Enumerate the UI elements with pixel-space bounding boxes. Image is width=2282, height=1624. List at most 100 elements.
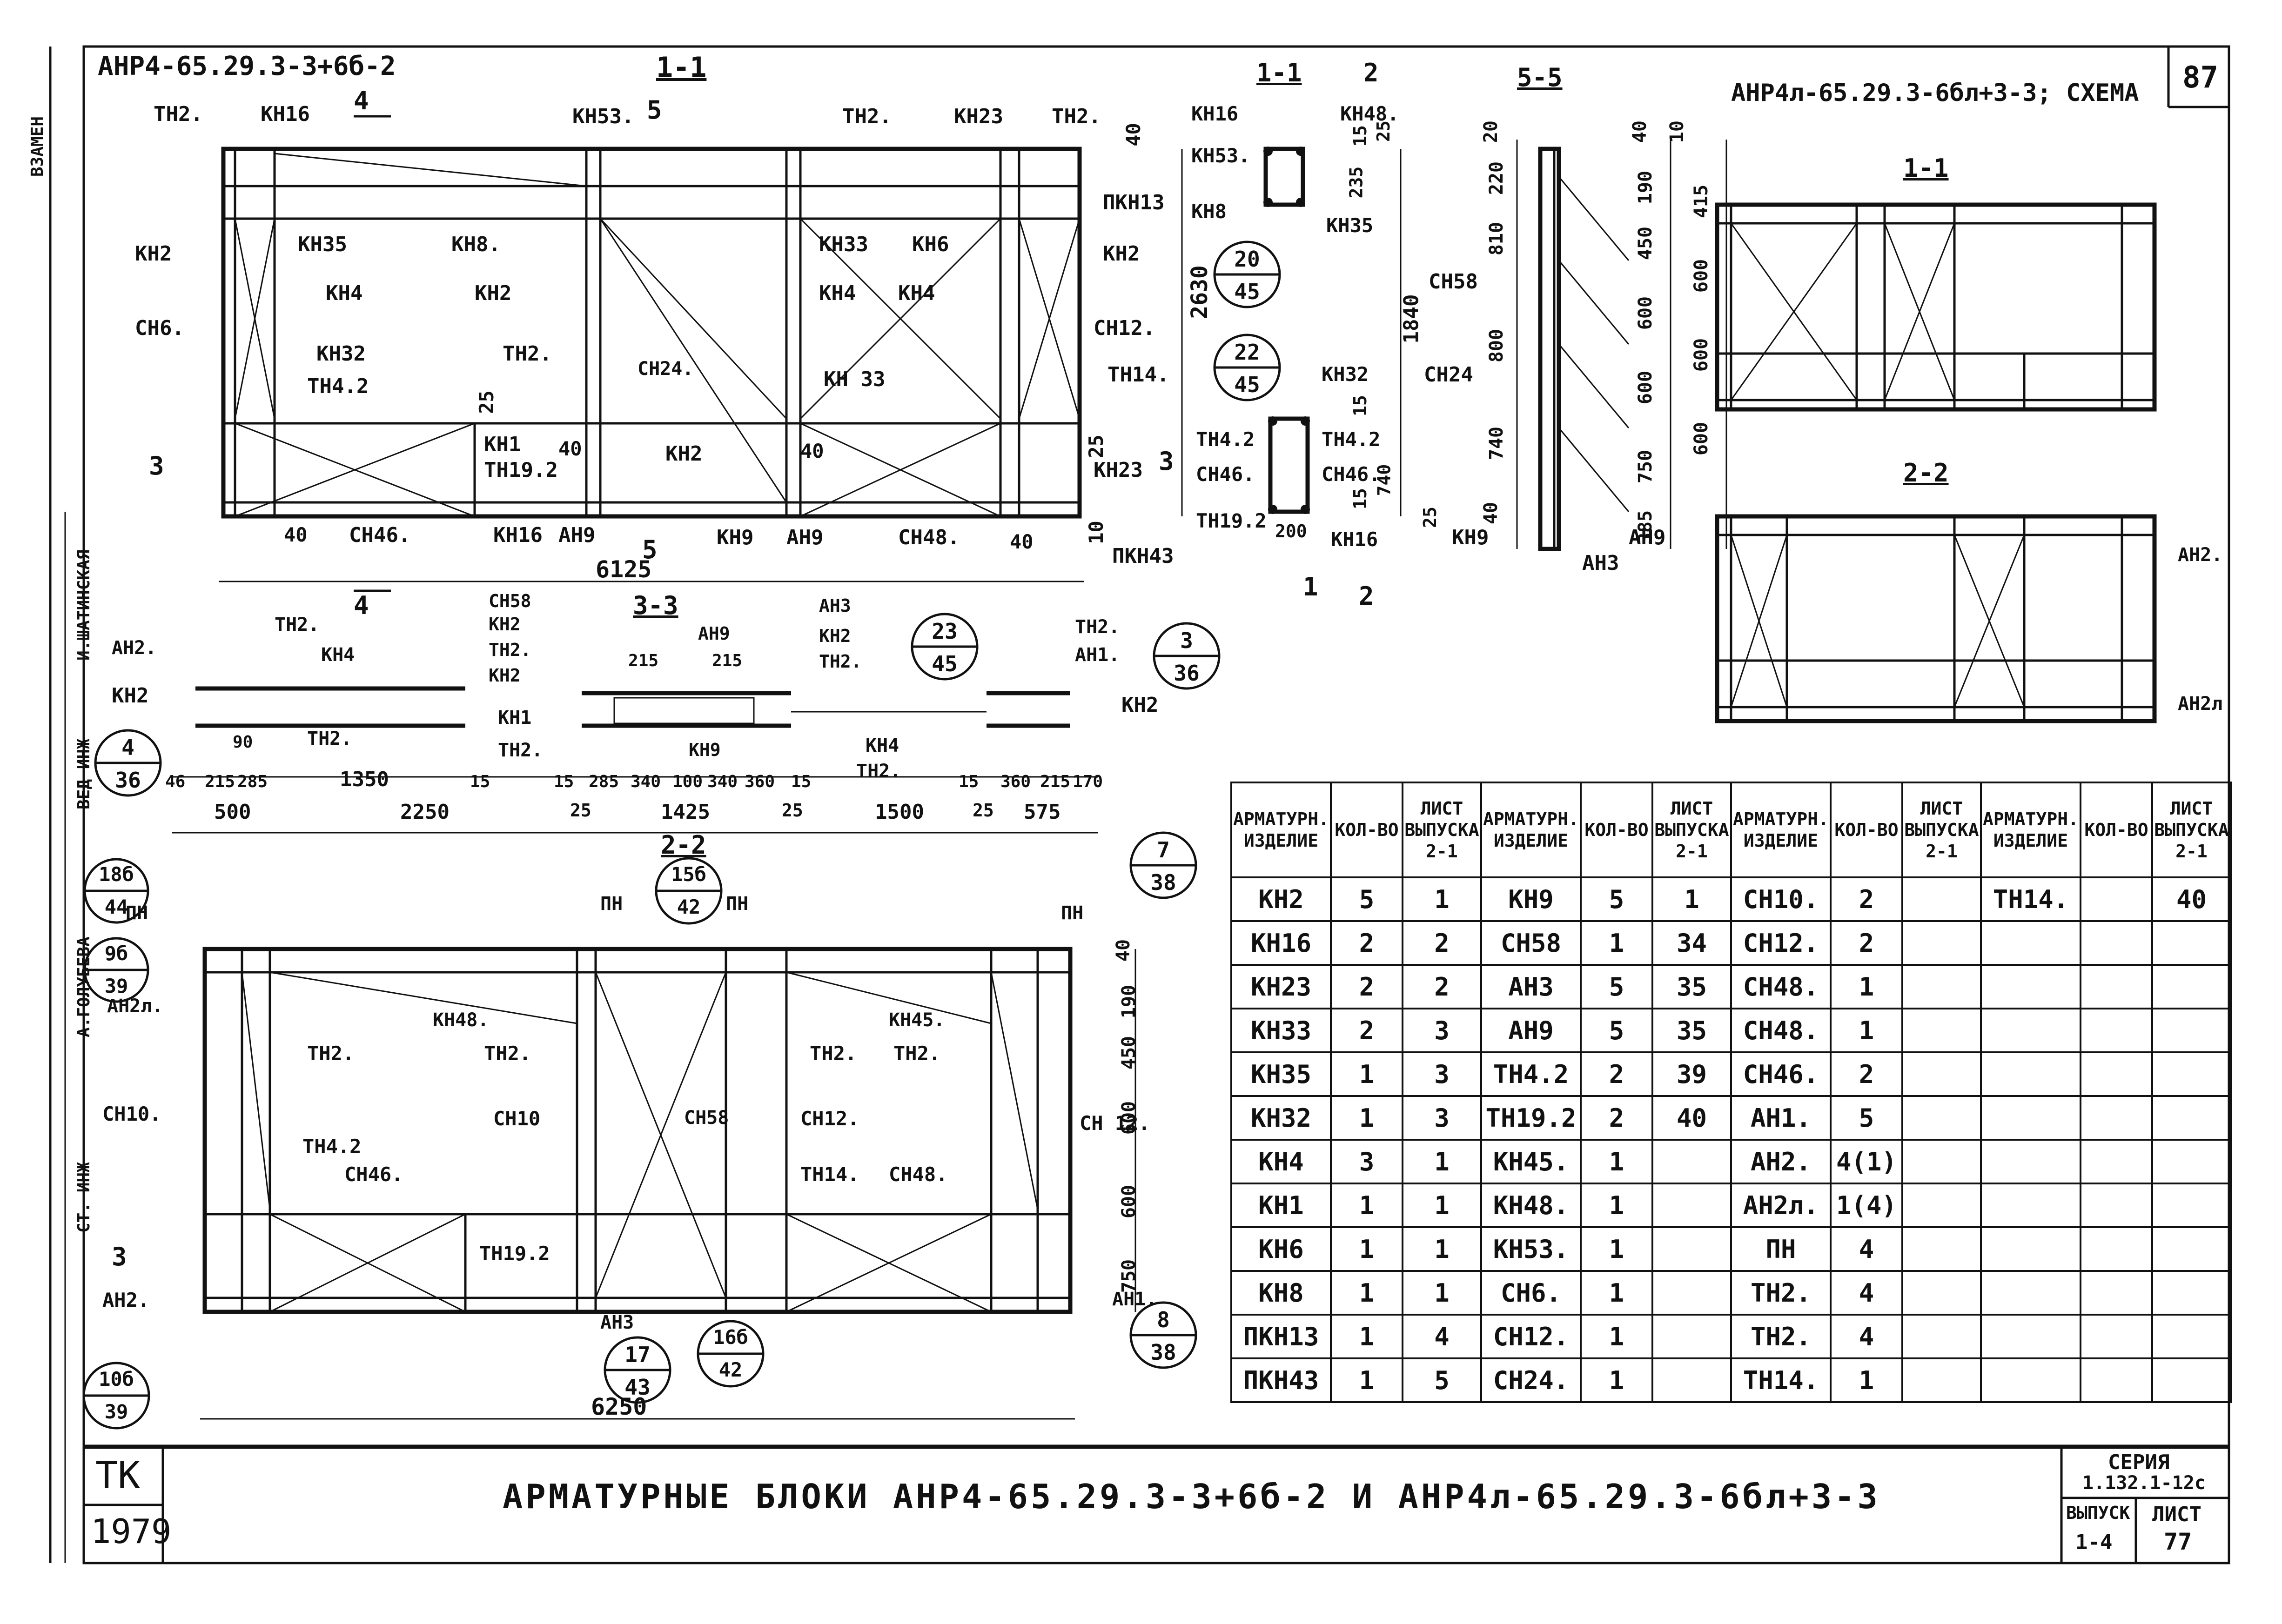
bottom-label: СН 12. (1080, 1112, 1150, 1135)
cell-qty: 2 (1330, 1008, 1403, 1053)
cell-qty: 2 (1330, 920, 1403, 966)
sheet-label: ЛИСТ (2152, 1503, 2201, 1526)
label: КН35 (298, 233, 347, 256)
node-label: КН32 (1322, 363, 1369, 386)
sec5-label: АН9 (1629, 526, 1666, 549)
cell-item: ТН4.2 (1480, 1051, 1582, 1097)
cell-item: КН23 (1230, 964, 1332, 1009)
label: КН2 (475, 281, 512, 305)
bottom-label: СН12. (800, 1107, 859, 1130)
cell-qty: 5 (1580, 1008, 1653, 1053)
stamp-position-2: СТ. ИНЖ (74, 1162, 94, 1233)
cell-sheet: 2 (1402, 964, 1482, 1009)
callout-bottom: 38 (1150, 870, 1176, 895)
sec5-label: АН3 (1582, 551, 1619, 575)
sec5-label: КН9 (1452, 526, 1489, 549)
brace (234, 218, 275, 419)
node-label: ТН19.2 (1196, 509, 1267, 532)
cell-qty: 4(1) (1830, 1139, 1903, 1184)
node-label: СН46. (1322, 463, 1381, 486)
scheme-label: АН2л (2178, 693, 2223, 715)
sec3-dim: 25 (570, 800, 591, 821)
brace (786, 971, 992, 1024)
sec3-label: АН1. (1075, 644, 1120, 666)
bottom-label: ПН (1061, 902, 1084, 924)
cell-item: СН58 (1480, 920, 1582, 966)
sec3-label: АН3 (819, 595, 851, 616)
bottom-dim: 190 (1118, 984, 1140, 1019)
cell-qty: 2 (1580, 1095, 1653, 1141)
cell-qty: 4 (1830, 1226, 1903, 1272)
section-marker-1: 1 (1303, 572, 1318, 601)
section-marker-4: 4 (354, 86, 369, 115)
callout-top: 10б (99, 1368, 134, 1390)
sec3-label: КН2 (819, 626, 851, 646)
col-header-qty: КОЛ-ВО (1330, 782, 1403, 878)
stamp-replaced: ВЗАМЕН (28, 116, 47, 177)
label: КН 33 (824, 368, 886, 391)
cell-sheet (2151, 1357, 2232, 1403)
sec3-label: ТН2. (498, 740, 543, 761)
cell-sheet (1901, 964, 1982, 1009)
node-label: ТН4.2 (1322, 428, 1381, 451)
cell-item: КН1 (1230, 1183, 1332, 1228)
cell-sheet (1651, 1226, 1732, 1272)
cell-item (1980, 1270, 2081, 1316)
scheme-2-2 (1715, 514, 2157, 723)
cell-qty: 1 (1330, 1357, 1403, 1403)
label: КН4 (326, 281, 363, 305)
dim: 25 (1084, 434, 1107, 458)
sec3-dim: 1350 (340, 768, 389, 791)
cell-item: СН12. (1480, 1314, 1582, 1359)
sec3-label: КН2 (489, 665, 521, 686)
section-title-2-2: 2-2 (661, 830, 706, 860)
sec3-dim: 46 (165, 772, 186, 791)
sec3-dim: 15 (554, 772, 574, 791)
label: КН16 (493, 523, 543, 547)
cell-item: АН1. (1730, 1095, 1832, 1141)
label: КН53. (572, 105, 634, 128)
section-5-diag (1558, 176, 1630, 261)
sec5-dim-right: 415 (1691, 184, 1712, 219)
brace (1018, 218, 1081, 419)
sec5-dim-right: 600 (1691, 338, 1712, 372)
sec5-dim-right: 385 (1635, 510, 1657, 544)
label: КН2 (1103, 242, 1140, 266)
node-label: КН53. (1191, 144, 1250, 167)
tk-mark: ТК (95, 1454, 141, 1497)
cell-qty: 1 (1330, 1095, 1403, 1141)
dim-height: 2630 (1186, 265, 1213, 319)
cell-qty: 1(4) (1830, 1183, 1903, 1228)
bottom-label: КН45. (889, 1009, 945, 1031)
cell-qty: 2 (1830, 920, 1903, 966)
label: ТН14. (1107, 363, 1169, 387)
cell-qty (2080, 876, 2153, 922)
node-dim: 25 (1373, 120, 1394, 142)
section-title-1-1-node: 1-1 (1256, 58, 1302, 87)
label: СН46. (349, 523, 411, 547)
cell-sheet: 2 (1402, 920, 1482, 966)
scheme-1-1 (1715, 202, 2157, 412)
sec3-dim: 25 (973, 800, 994, 821)
sec3-dim: 1500 (875, 800, 924, 824)
callout-top: 16б (713, 1326, 748, 1349)
section-5-diag (1558, 344, 1630, 428)
dim: 40 (284, 523, 308, 546)
node-rebar (1268, 416, 1277, 426)
sec5-dim-right: 40 (1629, 120, 1651, 143)
cell-item: СН12. (1730, 920, 1832, 966)
bottom-label: АН2л. (107, 996, 163, 1017)
dim-total: 6125 (596, 556, 652, 583)
col-header-item: АРМАТУРН. ИЗДЕЛИЕ (1230, 782, 1332, 878)
label: ТН2. (503, 342, 552, 366)
callout-bottom: 42 (718, 1358, 743, 1381)
sec3-label: КН9 (689, 740, 721, 760)
label: ТН4.2 (307, 374, 369, 398)
node-rebar (1296, 198, 1305, 207)
callout-top: 22 (1234, 340, 1260, 365)
callout-bottom: 43 (624, 1375, 651, 1400)
sec3-dim: 15 (470, 772, 490, 791)
